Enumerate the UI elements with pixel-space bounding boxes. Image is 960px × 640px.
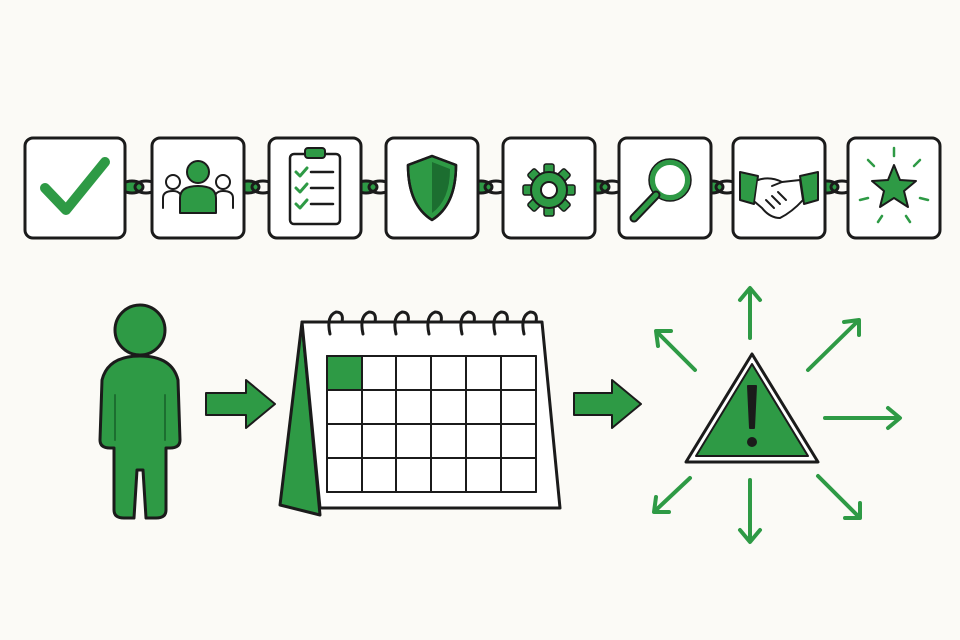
calendar-rings	[327, 310, 538, 336]
arrow-right-icon	[573, 379, 642, 429]
warning-icon	[652, 286, 902, 544]
flow-row	[98, 286, 902, 544]
radiating-arrows	[652, 286, 902, 544]
shield-icon	[406, 154, 458, 222]
gear-icon	[522, 163, 576, 217]
calendar-icon	[278, 310, 562, 517]
checkmark-icon	[40, 157, 110, 215]
magnifier-icon	[629, 158, 692, 223]
arrow-right-icon	[205, 379, 276, 429]
checklist-clipboard-icon	[288, 147, 342, 226]
chain-box-5	[501, 136, 597, 240]
chain-box-1	[23, 136, 127, 240]
handshake-icon	[739, 171, 819, 219]
chain-row	[23, 136, 942, 240]
chain-box-3	[267, 136, 363, 240]
calendar-grid	[326, 355, 537, 493]
arrow-up	[738, 286, 762, 340]
arrow-down	[738, 478, 762, 544]
arrow-up-left	[654, 329, 697, 372]
chain-box-6	[617, 136, 713, 240]
arrow-down-left	[652, 476, 692, 514]
chain-box-7	[731, 136, 827, 240]
chain-box-2	[150, 136, 246, 240]
person-icon	[98, 303, 182, 520]
arrow-up-right	[806, 318, 861, 372]
arrow-down-right	[816, 474, 862, 520]
star-icon	[858, 146, 930, 224]
arrow-right	[823, 406, 902, 430]
chain-box-8	[846, 136, 942, 240]
chain-box-4	[384, 136, 480, 240]
team-icon	[162, 160, 234, 214]
